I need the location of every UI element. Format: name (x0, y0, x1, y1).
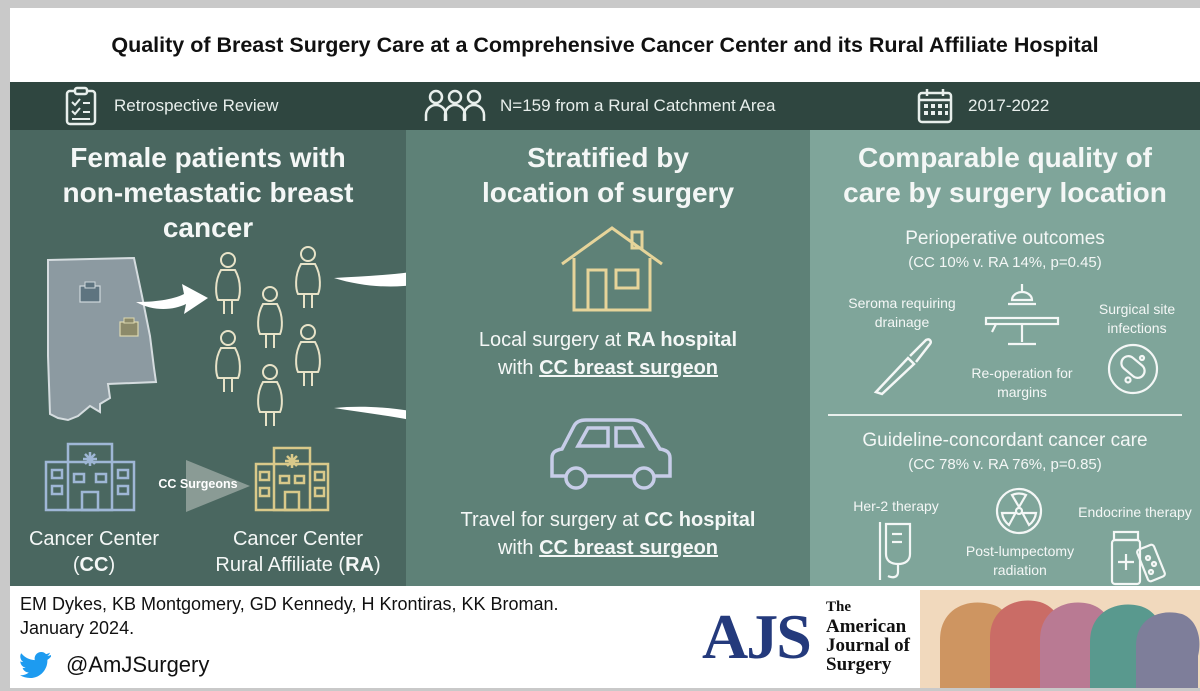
section-divider (828, 414, 1182, 416)
authors-text: EM Dykes, KB Montgomery, GD Kennedy, H K… (20, 594, 559, 614)
ajs-logo-letters: AJS (702, 601, 812, 672)
ssi-label: Surgical site infections (1098, 301, 1176, 336)
bar-item-n: N=159 from a Rural Catchment Area (424, 82, 775, 130)
patients-heading: Female patients with non-metastatic brea… (62, 142, 354, 243)
clipboard-checklist-icon (65, 86, 97, 126)
building-icon (119, 317, 139, 337)
triangle-arrow-icon (186, 460, 250, 512)
guideline-stats: (CC 78% v. RA 76%, p=0.85) (908, 456, 1102, 473)
cancer-center-label: Cancer Center (CC) (28, 528, 160, 576)
her2-label: Her-2 therapy (853, 498, 939, 514)
guideline-title: Guideline-concordant cancer care (862, 430, 1148, 451)
house-icon (561, 226, 663, 312)
women-group-icon (215, 246, 321, 427)
bar-item-years: 2017-2022 (916, 82, 1049, 130)
local-surgery-text: Local surgery at RA hospital with CC bre… (478, 329, 738, 379)
bar-label-n: N=159 from a Rural Catchment Area (500, 96, 776, 115)
calendar-icon (917, 89, 953, 124)
operating-table-icon (984, 284, 1060, 346)
faces-icon (940, 600, 1200, 688)
bacteria-icon (1107, 343, 1159, 395)
scalpel-icon (873, 338, 933, 396)
building-icon (79, 281, 101, 303)
stratified-column: Stratified by location of surgery Local … (406, 130, 810, 586)
pills-icon (1110, 530, 1166, 586)
right-arrow-icon (136, 284, 208, 314)
reoperation-label: Re-operation for margins (971, 365, 1073, 400)
ajs-logo: AJS The American Journal of Surgery (696, 590, 918, 688)
date-text: January 2024. (20, 618, 135, 638)
post-lumpectomy-label: Post-lumpectomy radiation (965, 543, 1075, 578)
bar-item-review: Retrospective Review (62, 82, 278, 130)
twitter-handle[interactable]: @AmJSurgery (66, 652, 210, 677)
car-icon (550, 418, 672, 490)
iv-bag-icon (878, 522, 912, 580)
bar-label-review: Retrospective Review (114, 96, 279, 115)
seroma-label: Seroma requiring drainage (848, 295, 956, 330)
ajs-logo-wordmark: The American Journal of Surgery (826, 599, 910, 675)
page-title: Quality of Breast Surgery Care at a Comp… (111, 32, 1099, 57)
rural-affiliate-building-icon (254, 446, 330, 512)
perioperative-title: Perioperative outcomes (905, 228, 1105, 249)
state-map-icon (47, 256, 158, 422)
radiation-icon (995, 487, 1043, 535)
twitter-bird-icon (20, 652, 51, 678)
perioperative-stats: (CC 10% v. RA 14%, p=0.45) (908, 254, 1102, 271)
diverse-faces-illustration (920, 590, 1200, 688)
cancer-center-building-icon (44, 442, 136, 512)
summary-bar: Retrospective Review N=159 from a Rural … (10, 82, 1200, 130)
bar-label-years: 2017-2022 (968, 96, 1050, 115)
stratified-heading: Stratified by location of surgery (481, 142, 735, 208)
patients-column: Female patients with non-metastatic brea… (10, 130, 406, 586)
rural-affiliate-label: Cancer Center Rural Affiliate (RA) (215, 528, 381, 576)
outcomes-column: Comparable quality of care by surgery lo… (810, 130, 1200, 586)
infographic: Quality of Breast Surgery Care at a Comp… (10, 8, 1200, 688)
cc-surgeons-label: CC Surgeons (158, 477, 238, 491)
outcomes-heading: Comparable quality of care by surgery lo… (843, 142, 1167, 208)
travel-surgery-text: Travel for surgery at CC hospital with C… (460, 509, 756, 559)
endocrine-label: Endocrine therapy (1078, 504, 1192, 520)
people-group-icon (424, 89, 486, 121)
